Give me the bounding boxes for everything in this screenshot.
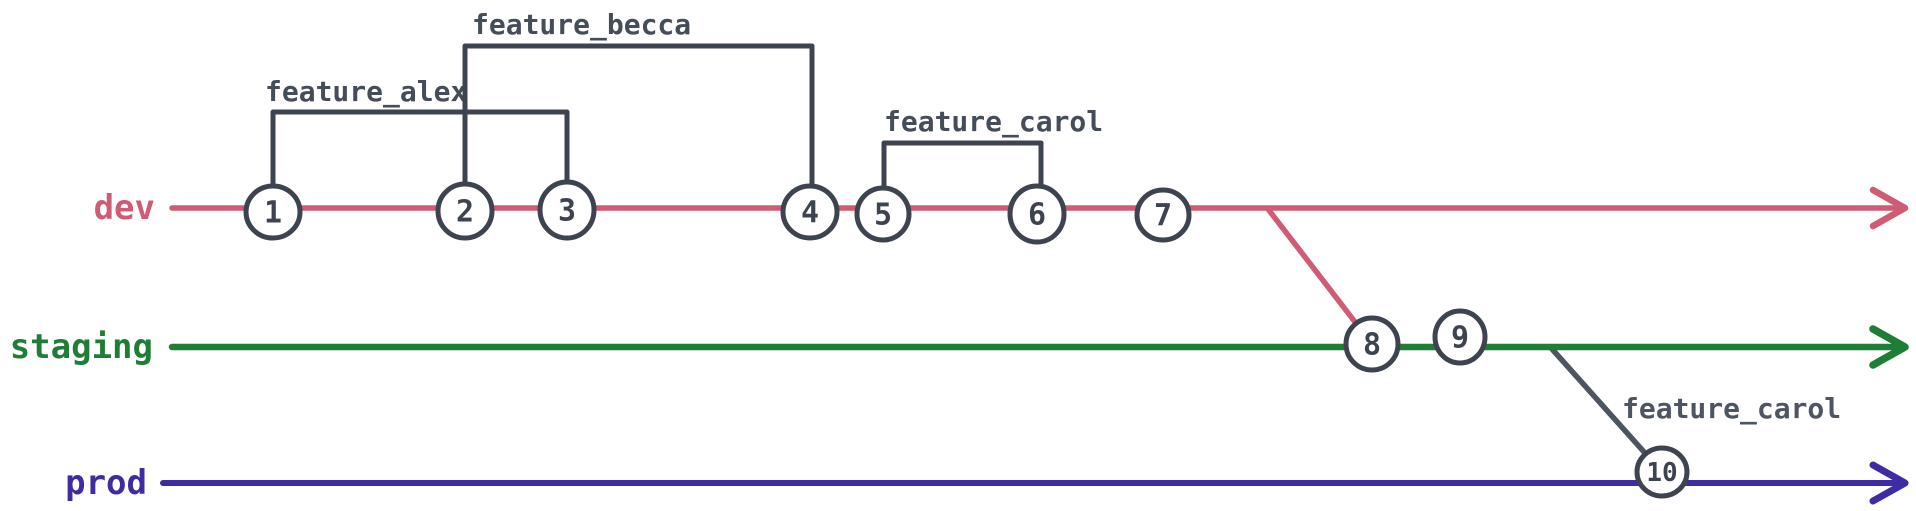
commit-number-1: 1 [264,196,282,231]
commit-node-1 [243,183,303,241]
commit-number-4: 4 [801,196,819,231]
merge-label-feature_carol: feature_carol [1622,392,1841,425]
feature-branch-label-feature_alex: feature_alex [265,75,467,108]
feature-branch-arc-feature_becca [462,43,815,215]
commit-node-7 [1134,187,1192,243]
commit-number-10: 10 [1646,458,1677,488]
commit-number-5: 5 [874,198,892,233]
branch-label-prod: prod [65,463,147,503]
feature-branch-arc-feature_alex [270,109,570,215]
commit-number-6: 6 [1028,198,1046,233]
commit-node-3 [537,179,597,241]
feature-branch-label-feature_becca: feature_becca [472,8,691,41]
merge-line-staging-to-prod [1549,346,1665,475]
branch-label-staging: staging [10,327,153,367]
commit-number-7: 7 [1154,199,1172,234]
branch-arrowhead-prod [1869,461,1909,505]
commit-node-9 [1432,308,1488,366]
commit-node-10 [1634,445,1690,499]
commit-number-8: 8 [1363,328,1381,363]
feature-branch-arc-feature_carol [881,140,1044,217]
commit-node-4 [780,183,840,241]
feature-branch-label-feature_carol: feature_carol [884,105,1103,138]
commit-node-8 [1343,315,1401,373]
commit-number-3: 3 [558,194,576,229]
commit-node-2 [435,181,495,241]
commit-node-5 [854,185,912,243]
commit-number-9: 9 [1451,321,1469,356]
branch-label-dev: dev [94,188,155,228]
commit-node-6 [1007,183,1067,245]
branch-arrowhead-staging [1869,325,1909,369]
commit-number-2: 2 [456,195,474,230]
branch-arrowhead-dev [1869,186,1909,230]
